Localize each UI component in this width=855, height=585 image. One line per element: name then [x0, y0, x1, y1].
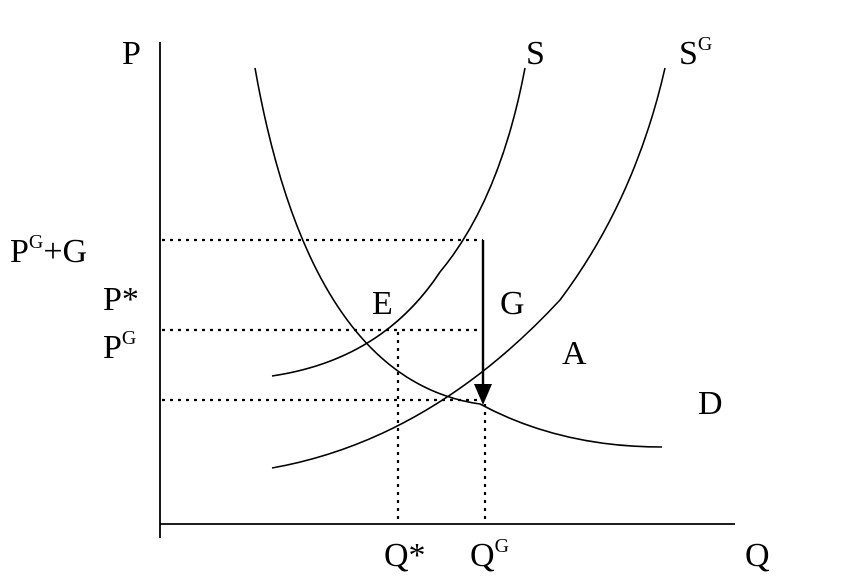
pg-plus-g-base: P	[10, 233, 29, 270]
supply-curve-sg	[271, 67, 666, 469]
q-star-label: Q*	[384, 537, 426, 574]
pg-base: P	[103, 329, 122, 366]
tax-arrow-head	[474, 384, 492, 405]
qg-base: Q	[470, 537, 495, 574]
supply-g-base: S	[679, 35, 698, 72]
x-axis-label: Q	[745, 537, 770, 574]
p-star-label: P*	[103, 281, 139, 318]
supply-g-curve-label: SG	[679, 33, 712, 72]
demand-curve	[254, 67, 663, 448]
pg-sup: G	[122, 327, 136, 349]
qg-label: QG	[470, 535, 509, 574]
supply-g-sup: G	[698, 33, 712, 55]
qg-sup: G	[495, 535, 509, 557]
pg-plus-g-rest: +G	[43, 233, 87, 270]
supply-curve-s	[271, 67, 526, 377]
demand-curve-label: D	[698, 385, 723, 422]
pg-plus-g-sup: G	[29, 231, 43, 253]
tax-equilibrium-point-label: A	[562, 335, 587, 372]
equilibrium-point-label: E	[372, 285, 393, 322]
supply-curve-label: S	[526, 35, 545, 72]
tax-gap-label: G	[500, 285, 525, 322]
y-axis-label: P	[122, 35, 141, 72]
pg-plus-g-label: PG+G	[10, 231, 87, 270]
pg-label: PG	[103, 327, 136, 366]
